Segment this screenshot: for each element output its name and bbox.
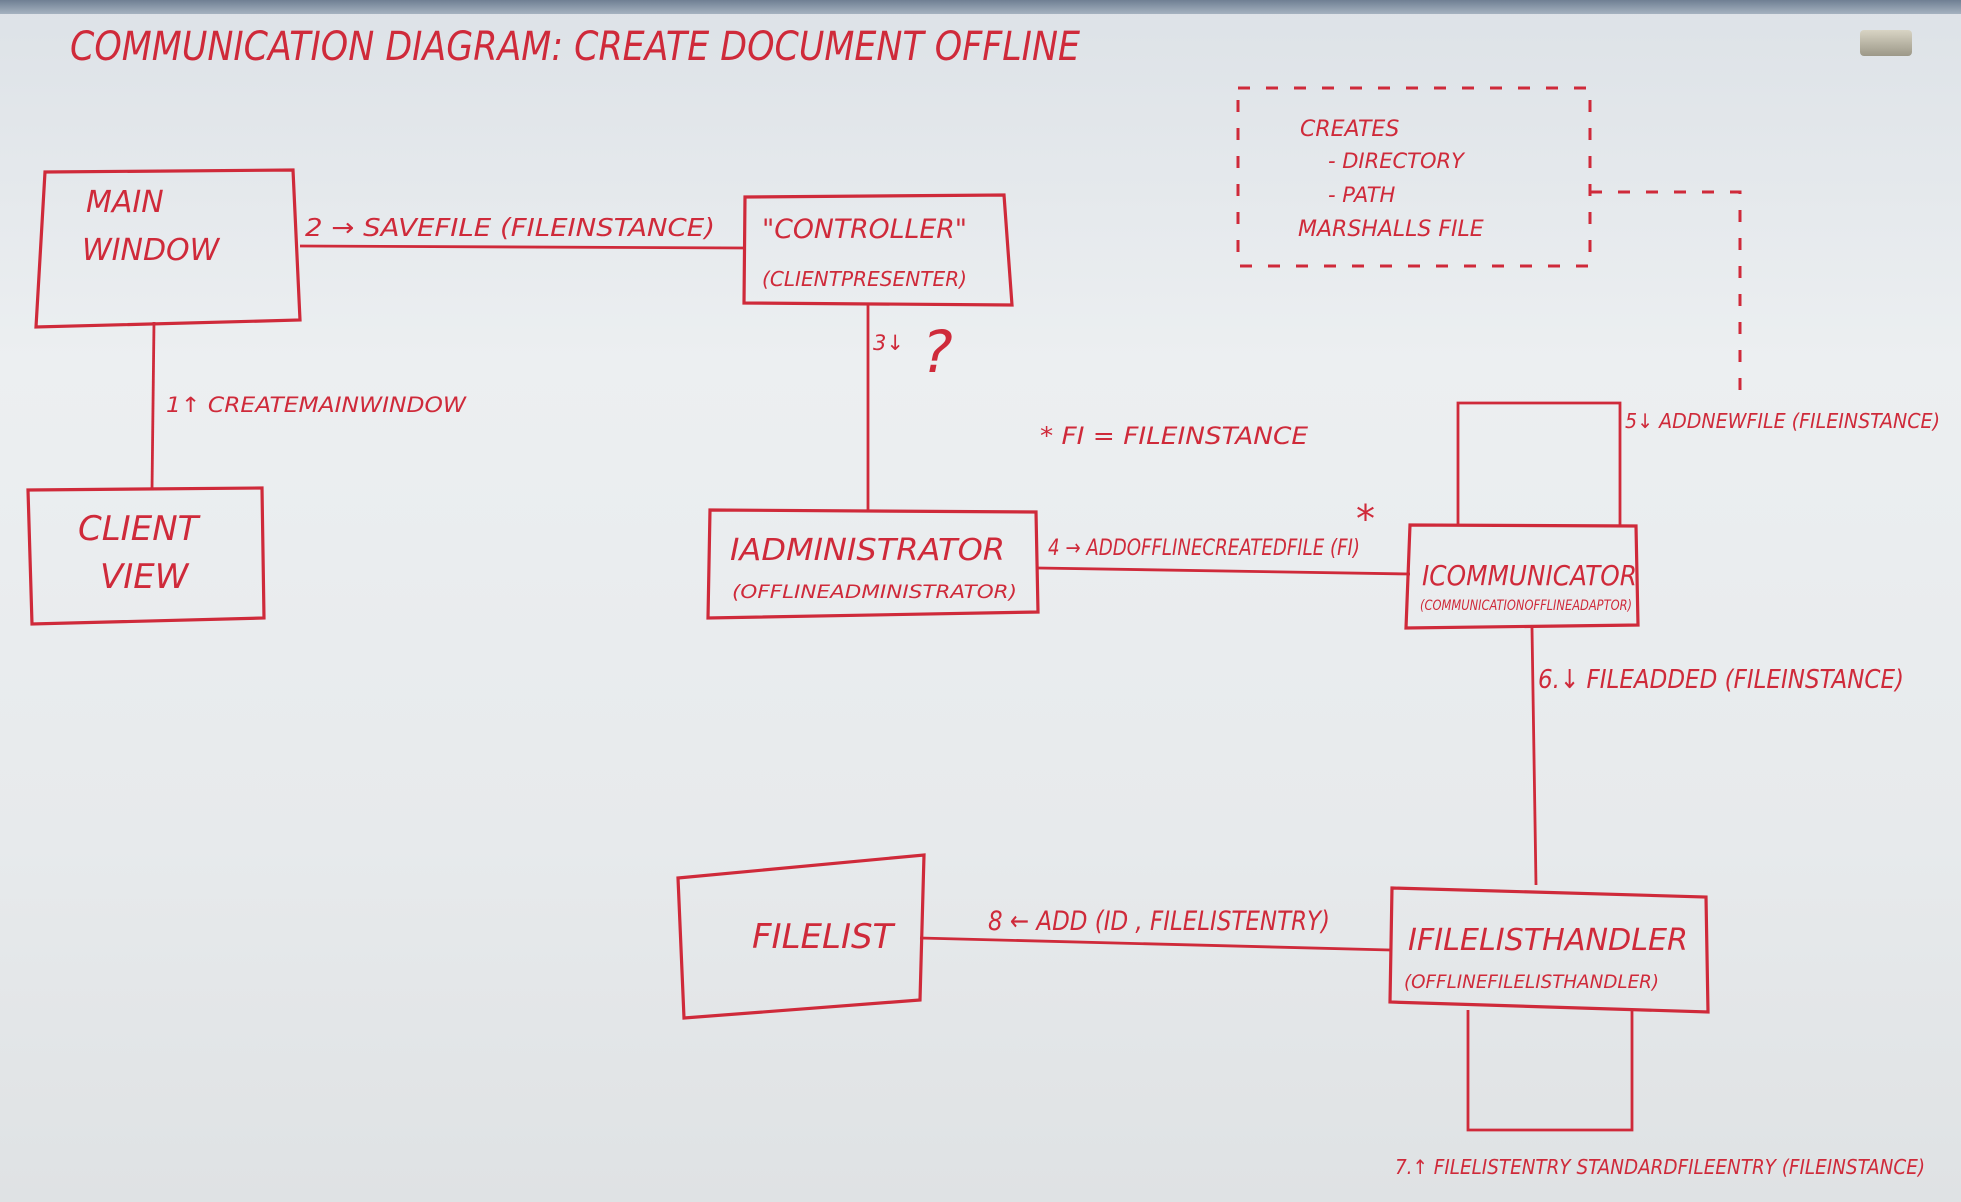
note-box xyxy=(1236,86,1592,268)
link-administrator-communicator xyxy=(1037,566,1411,576)
node-main-window-label-2: WINDOW xyxy=(82,233,221,268)
message-3-question: ? xyxy=(922,318,953,386)
note-line-1: CREATES xyxy=(1300,117,1399,142)
message-1-label: 1↑ CREATEMAINWINDOW xyxy=(166,393,467,417)
note-connector xyxy=(1590,190,1742,395)
whiteboard-rail xyxy=(0,0,1961,14)
message-5-label: 5↓ ADDNEWFILE (FILEINSTANCE) xyxy=(1625,409,1940,433)
node-controller-label-2: (CLIENTPRESENTER) xyxy=(762,267,967,291)
message-7-label: 7.↑ FILELISTENTRY STANDARDFILEENTRY (FIL… xyxy=(1395,1155,1925,1179)
node-ifilelisthandler-label-1: IFILELISTHANDLER xyxy=(1408,923,1688,958)
board-clip xyxy=(1860,30,1912,56)
note-line-3: - PATH xyxy=(1328,183,1396,207)
diagram-title: COMMUNICATION DIAGRAM: CREATE DOCUMENT O… xyxy=(70,24,1081,70)
message-3-label: 3↓ xyxy=(873,331,904,355)
link-filelisthandler-filelist xyxy=(919,936,1391,952)
node-ifilelisthandler[interactable]: IFILELISTHANDLER (OFFLINEFILELISTHANDLER… xyxy=(1388,886,1710,1014)
node-client-view-label-1: CLIENT xyxy=(78,509,201,549)
node-iadministrator-label-2: (OFFLINEADMINISTRATOR) xyxy=(732,581,1017,603)
node-client-view-label-2: VIEW xyxy=(100,557,190,597)
link-mainwindow-controller xyxy=(299,244,746,250)
node-controller-label-1: "CONTROLLER" xyxy=(762,214,967,245)
node-icommunicator[interactable]: ICOMMUNICATOR (COMMUNICATIONOFFLINEADAPT… xyxy=(1404,523,1640,630)
node-icommunicator-label-1: ICOMMUNICATOR xyxy=(1422,559,1637,592)
message-6-label: 6.↓ FILEADDED (FILEINSTANCE) xyxy=(1538,665,1904,695)
node-main-window[interactable]: MAIN WINDOW xyxy=(34,168,302,329)
note-line-4: MARSHALLS FILE xyxy=(1298,217,1484,242)
note-line-2: - DIRECTORY xyxy=(1328,149,1466,173)
self-loop-filelisthandler xyxy=(1466,1010,1634,1132)
link-mainwindow-clientview xyxy=(150,321,156,491)
node-ifilelisthandler-label-2: (OFFLINEFILELISTHANDLER) xyxy=(1404,971,1659,993)
message-4-label: 4 → ADDOFFLINECREATEDFILE (FI) xyxy=(1048,536,1360,561)
message-8-label: 8 ← ADD (ID , FILELISTENTRY) xyxy=(988,906,1330,937)
node-icommunicator-label-2: (COMMUNICATIONOFFLINEADAPTOR) xyxy=(1420,598,1632,614)
node-filelist[interactable]: FILELIST xyxy=(676,853,926,1020)
self-loop-communicator xyxy=(1456,401,1622,525)
node-controller[interactable]: "CONTROLLER" (CLIENTPRESENTER) xyxy=(742,193,1014,307)
node-main-window-label-1: MAIN xyxy=(86,185,164,220)
node-iadministrator[interactable]: IADMINISTRATOR (OFFLINEADMINISTRATOR) xyxy=(706,508,1040,620)
message-2-label: 2 → SAVEFILE (FILEINSTANCE) xyxy=(305,213,715,242)
link-communicator-filelisthandler xyxy=(1530,627,1538,886)
message-4-star: * xyxy=(1356,497,1375,541)
node-iadministrator-label-1: IADMINISTRATOR xyxy=(730,533,1005,568)
legend-fi: * FI = FILEINSTANCE xyxy=(1040,422,1309,450)
node-filelist-label: FILELIST xyxy=(752,917,896,957)
node-client-view[interactable]: CLIENT VIEW xyxy=(26,486,266,626)
